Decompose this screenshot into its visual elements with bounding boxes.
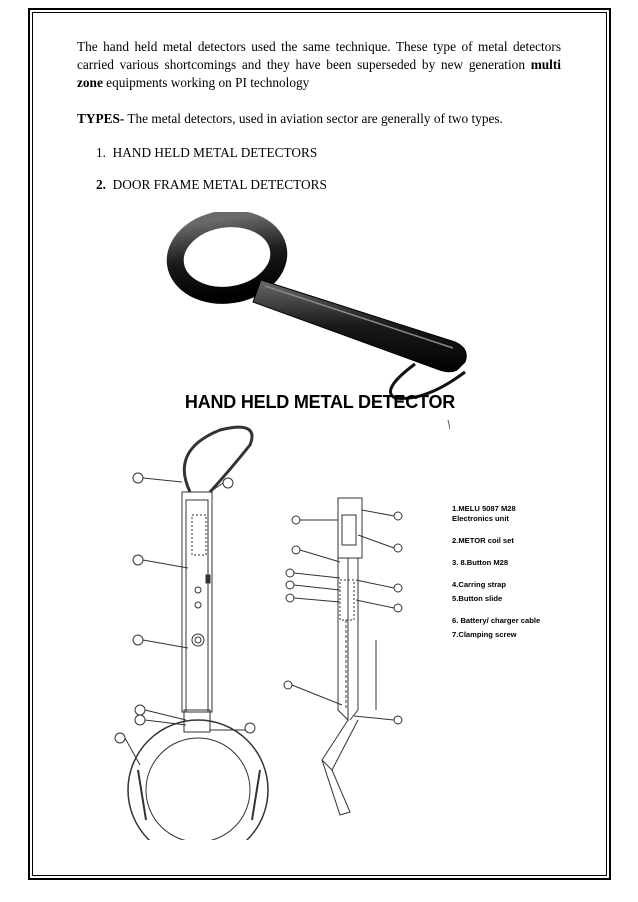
- list-text: HAND HELD METAL DETECTORS: [112, 145, 318, 160]
- metal-detector-photo: [166, 212, 467, 400]
- legend-item: 2.METOR coil set: [452, 536, 514, 545]
- intro-bold-text: multi zone: [77, 57, 561, 90]
- legend-item: Electronics unit: [452, 514, 509, 523]
- list-number: 1.: [96, 145, 106, 160]
- page-border-outer: [28, 8, 611, 880]
- legend-item: 3. 8.Button M28: [452, 558, 509, 567]
- list-item-1: 1. HAND HELD METAL DETECTORS: [96, 144, 317, 162]
- intro-text: The hand held metal detectors used the s…: [77, 39, 561, 72]
- list-number: 2.: [96, 177, 106, 192]
- types-line: TYPES- The metal detectors, used in avia…: [77, 110, 577, 128]
- legend-item: 5.Button slide: [452, 594, 503, 603]
- legend-item: 6. Battery/ charger cable: [452, 616, 541, 625]
- page-border-inner: [32, 12, 607, 876]
- types-label: TYPES-: [77, 111, 125, 126]
- list-item-2: 2. DOOR FRAME METAL DETECTORS: [96, 176, 327, 194]
- types-text: The metal detectors, used in aviation se…: [124, 111, 503, 126]
- figure-caption: HAND HELD METAL DETECTOR: [184, 392, 456, 412]
- legend-item: 7.Clamping screw: [452, 630, 517, 639]
- intro-paragraph: The hand held metal detectors used the s…: [77, 38, 561, 92]
- intro-text-end: equipments working on PI technology: [102, 75, 310, 90]
- legend-item: 4.Carring strap: [452, 580, 507, 589]
- legend-item: 1.MELU 5087 M28: [452, 504, 516, 513]
- parts-legend: 1.MELU 5087 M28 Electronics unit 2.METOR…: [452, 504, 612, 640]
- technical-drawing: [114, 420, 450, 840]
- list-text: DOOR FRAME METAL DETECTORS: [112, 177, 327, 192]
